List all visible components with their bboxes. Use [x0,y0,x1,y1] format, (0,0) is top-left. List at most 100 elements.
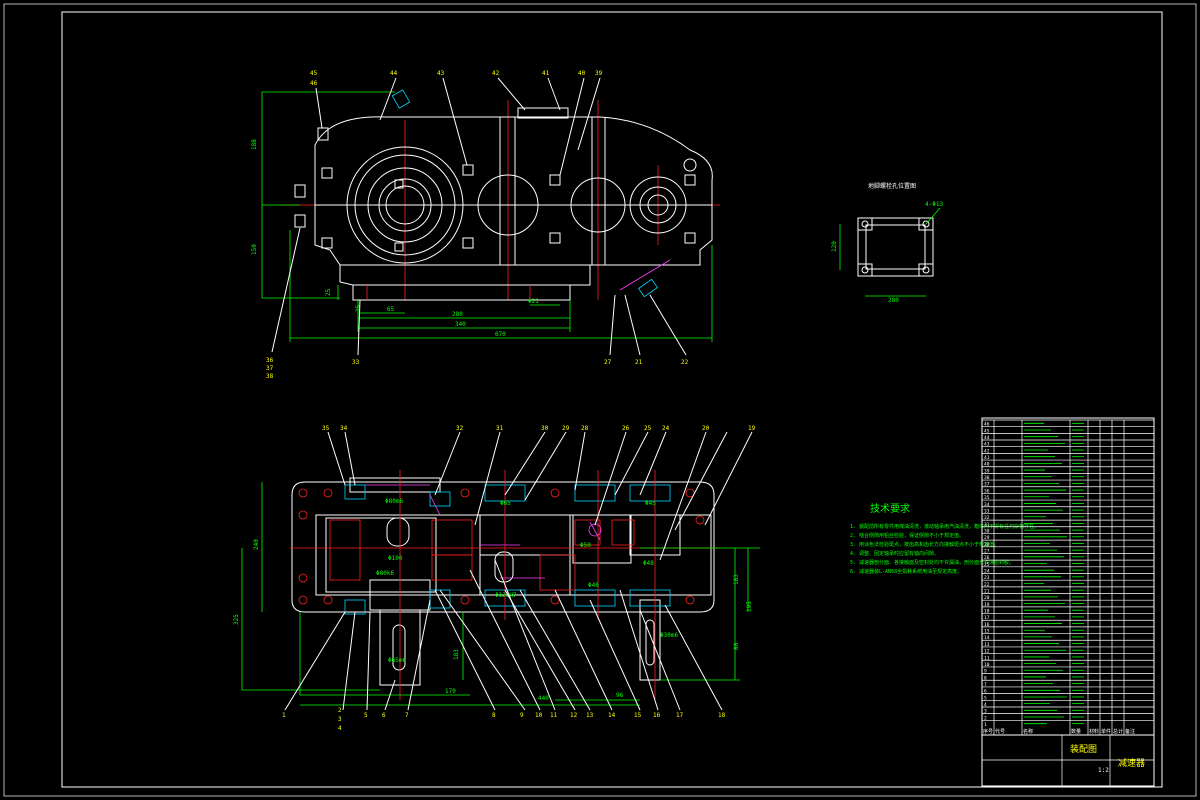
callout-b35: 35 [322,425,330,432]
parts-list-table: 4645444342414039383736353433323130292827… [981,417,1155,787]
callout-b24: 24 [662,425,670,432]
parts-row-number: 9 [984,669,987,675]
parts-row-number: 14 [984,635,990,641]
outer-frame [3,3,1197,797]
drawing-type: 减速器 [1118,757,1145,769]
parts-header-cell: 代号 [995,728,1005,735]
dim-bottom-h-left: 240 [253,539,260,550]
tech-line-5: 5. 减速器剖分面、各接触面及密封处均不许漏油，剖分面允许涂密封胶。 [850,559,1014,566]
parts-row-number: 45 [984,428,990,434]
inner-border [61,11,1163,788]
parts-row-number: 20 [984,595,990,601]
parts-row-number: 33 [984,508,990,514]
callout-33: 33 [352,359,360,366]
callout-46: 46 [310,80,318,87]
parts-header-cell: 备注 [1125,728,1135,735]
callout-b6: 6 [382,712,386,719]
parts-row-number: 31 [984,522,990,528]
tech-title: 技术要求 [870,502,910,515]
callout-b2: 2 [338,707,342,714]
callout-27: 27 [604,359,612,366]
parts-row-number: 3 [984,709,987,715]
parts-row-number: 17 [984,615,990,621]
parts-row-number: 13 [984,642,990,648]
dim-bottom-r1: 183 [733,574,740,585]
base-dim-h: 120 [831,241,838,252]
dia-left: Φ80k6 [376,570,394,577]
dia-f: Φ40 [588,582,599,589]
callout-41: 41 [542,70,550,77]
dim-bottom-440: 440 [538,695,549,702]
parts-row-number: 35 [984,495,990,501]
parts-header-cell: 单件 [1101,728,1111,735]
parts-row-number: 27 [984,548,990,554]
parts-row-number: 32 [984,515,990,521]
parts-row-number: 11 [984,655,990,661]
parts-row-number: 41 [984,455,990,461]
dim-bottom-h-total: 325 [233,614,240,625]
dia-a: Φ100 [388,555,403,562]
dim-base-t: 25 [355,304,362,312]
dim-hole: Φ21 [528,298,539,305]
parts-row-number: 37 [984,482,990,488]
callout-b26: 26 [622,425,630,432]
callout-36: 36 [266,357,274,364]
dia-g: Φ30m6 [660,632,678,639]
parts-header-cell: 材料 [1089,728,1099,735]
technical-requirements: 技术要求 1. 装配前所有零件用煤油清洗，滚动轴承用汽油清洗，箱体内不得有任何杂… [850,502,1039,575]
parts-row-number: 16 [984,622,990,628]
parts-row-number: 1 [984,722,987,728]
callout-b13: 13 [586,712,594,719]
parts-row-number: 26 [984,555,990,561]
tech-line-1: 1. 装配前所有零件用煤油清洗，滚动轴承用汽油清洗，箱体内不得有任何杂物存在。 [850,523,1039,530]
parts-row-number: 10 [984,662,990,668]
parts-row-number: 30 [984,528,990,534]
parts-row-number: 39 [984,468,990,474]
tech-line-6: 6. 减速器装L-AN68全损耗系统用油至规定高度。 [850,568,962,575]
callout-b28: 28 [581,425,589,432]
parts-row-number: 4 [984,702,987,708]
callout-b25: 25 [644,425,652,432]
callout-b19: 19 [748,425,756,432]
callout-b1: 1 [282,712,286,719]
parts-row-number: 23 [984,575,990,581]
base-hole-label: 4-Φ13 [925,201,943,208]
callout-b11: 11 [550,712,558,719]
callout-b29: 29 [562,425,570,432]
callout-b14: 14 [608,712,616,719]
dia-pin: Φ65m6 [388,657,406,664]
base-dim-w: 280 [888,297,899,304]
callout-b31: 31 [496,425,504,432]
front-elevation-view: 188 150 25 65 280 340 670 25 Φ21 45 46 4… [251,70,720,380]
callout-b10: 10 [535,712,543,719]
callout-40: 40 [578,70,586,77]
dim-d3: 340 [455,321,466,328]
callout-b7: 7 [405,712,409,719]
dia-b: Φ125H7 [495,592,517,599]
callout-b15: 15 [634,712,642,719]
callout-b4: 4 [338,725,342,732]
parts-header-cell: 序号 [983,728,993,735]
callout-b12: 12 [570,712,578,719]
parts-row-number: 6 [984,689,987,695]
parts-row-number: 8 [984,675,987,681]
parts-row-number: 46 [984,422,990,428]
dim-bottom-r3: 80 [733,642,740,650]
parts-row-number: 7 [984,682,987,688]
parts-row-number: 2 [984,715,987,721]
parts-header-cell: 名称 [1023,728,1033,735]
callout-b3: 3 [338,716,342,723]
parts-row-number: 40 [984,462,990,468]
dim-d4: 670 [495,331,506,338]
parts-row-number: 34 [984,502,990,508]
callout-44: 44 [390,70,398,77]
parts-row-number: 25 [984,562,990,568]
parts-row-number: 38 [984,475,990,481]
dim-bottom-170: 170 [445,688,456,695]
callout-21: 21 [635,359,643,366]
dia-e: Φ50 [580,542,591,549]
callout-b16: 16 [653,712,661,719]
parts-row-number: 12 [984,649,990,655]
parts-row-number: 36 [984,488,990,494]
